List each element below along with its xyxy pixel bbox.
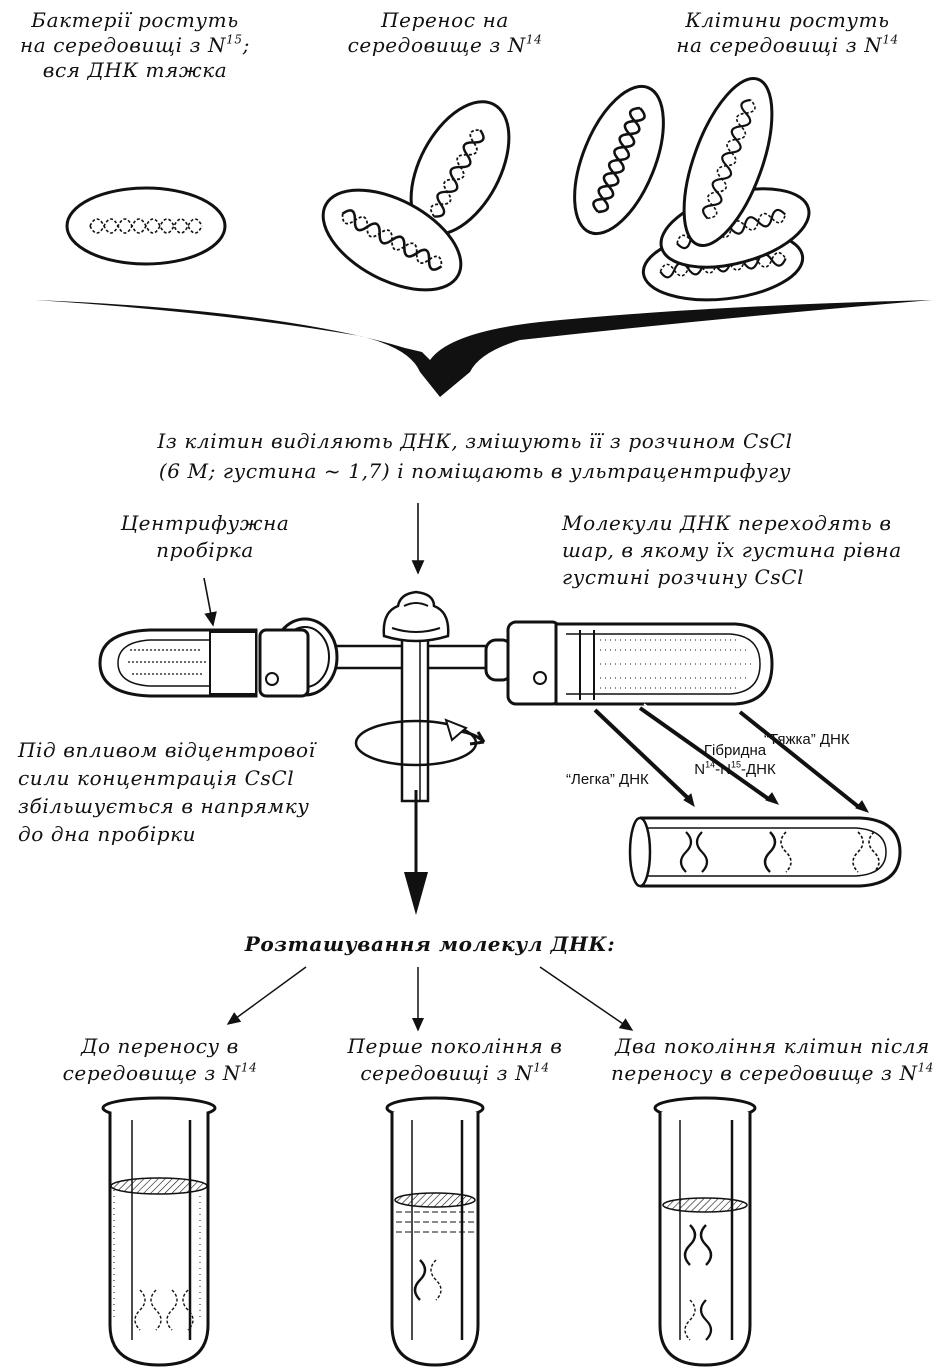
process-description: Із клітин виділяють ДНК, змішують її з р… bbox=[60, 426, 890, 486]
result2-label: Перше покоління в середовищі з N14 bbox=[320, 1033, 590, 1087]
dna-layering-label: Молекули ДНК переходять в шар, в якому ї… bbox=[562, 510, 947, 591]
converging-arrow bbox=[35, 300, 932, 397]
centrifugal-force-label: Під впливом відцентрової сили концентрац… bbox=[18, 736, 358, 848]
result-tube-1 bbox=[103, 1098, 215, 1365]
bacterium-heavy-dna bbox=[67, 188, 225, 264]
tube-label-pointer bbox=[204, 578, 213, 625]
arrow-to-locations bbox=[404, 790, 428, 915]
bacteria-transferred bbox=[307, 86, 529, 311]
hybrid-dna-label: Гібридна N14-N15-ДНК bbox=[670, 741, 800, 779]
result-tube-3 bbox=[655, 1098, 755, 1365]
bacteria-second-generation bbox=[556, 68, 817, 307]
stage1-label: Бактерії ростуть на середовищі з N15; вс… bbox=[0, 8, 270, 83]
stage3-label: Клітини ростуть на середовищі з N14 bbox=[640, 8, 935, 58]
result-tube-2 bbox=[387, 1098, 483, 1365]
expanded-tube bbox=[630, 818, 900, 886]
dna-location-title: Розташування молекул ДНК: bbox=[150, 932, 710, 957]
result-arrows bbox=[228, 967, 632, 1030]
light-dna-label: “Легка” ДНК bbox=[566, 770, 649, 789]
centrifuge-tube-label: Центрифужна пробірка bbox=[90, 510, 320, 564]
result1-label: До переносу в середовище з N14 bbox=[30, 1033, 290, 1087]
result3-label: Два покоління клітин після переносу в се… bbox=[598, 1033, 947, 1087]
stage2-label: Перенос на середовище з N14 bbox=[325, 8, 565, 58]
